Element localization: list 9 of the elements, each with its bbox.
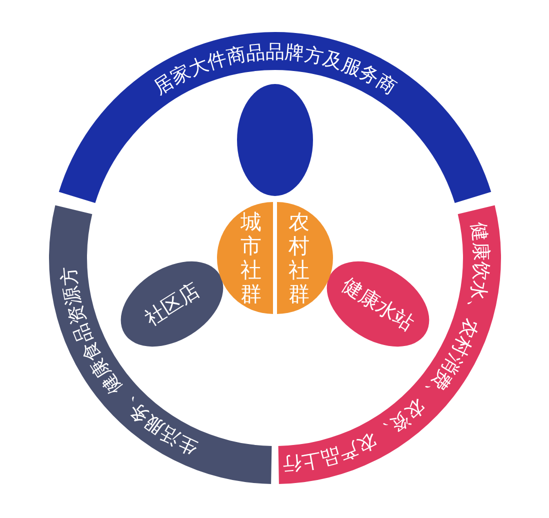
ring-segment	[58, 32, 492, 204]
petal-shape	[326, 261, 430, 347]
circle-label: 城市社群	[240, 210, 262, 306]
circle-label: 农村社群	[288, 210, 310, 306]
petal-shape	[237, 84, 313, 196]
petal-label: 社区店	[140, 278, 204, 330]
petal-label: 健康水站	[338, 272, 418, 336]
segment-label: 居家大件商品品牌方及服务商	[150, 41, 400, 100]
petal-shape	[120, 261, 224, 347]
